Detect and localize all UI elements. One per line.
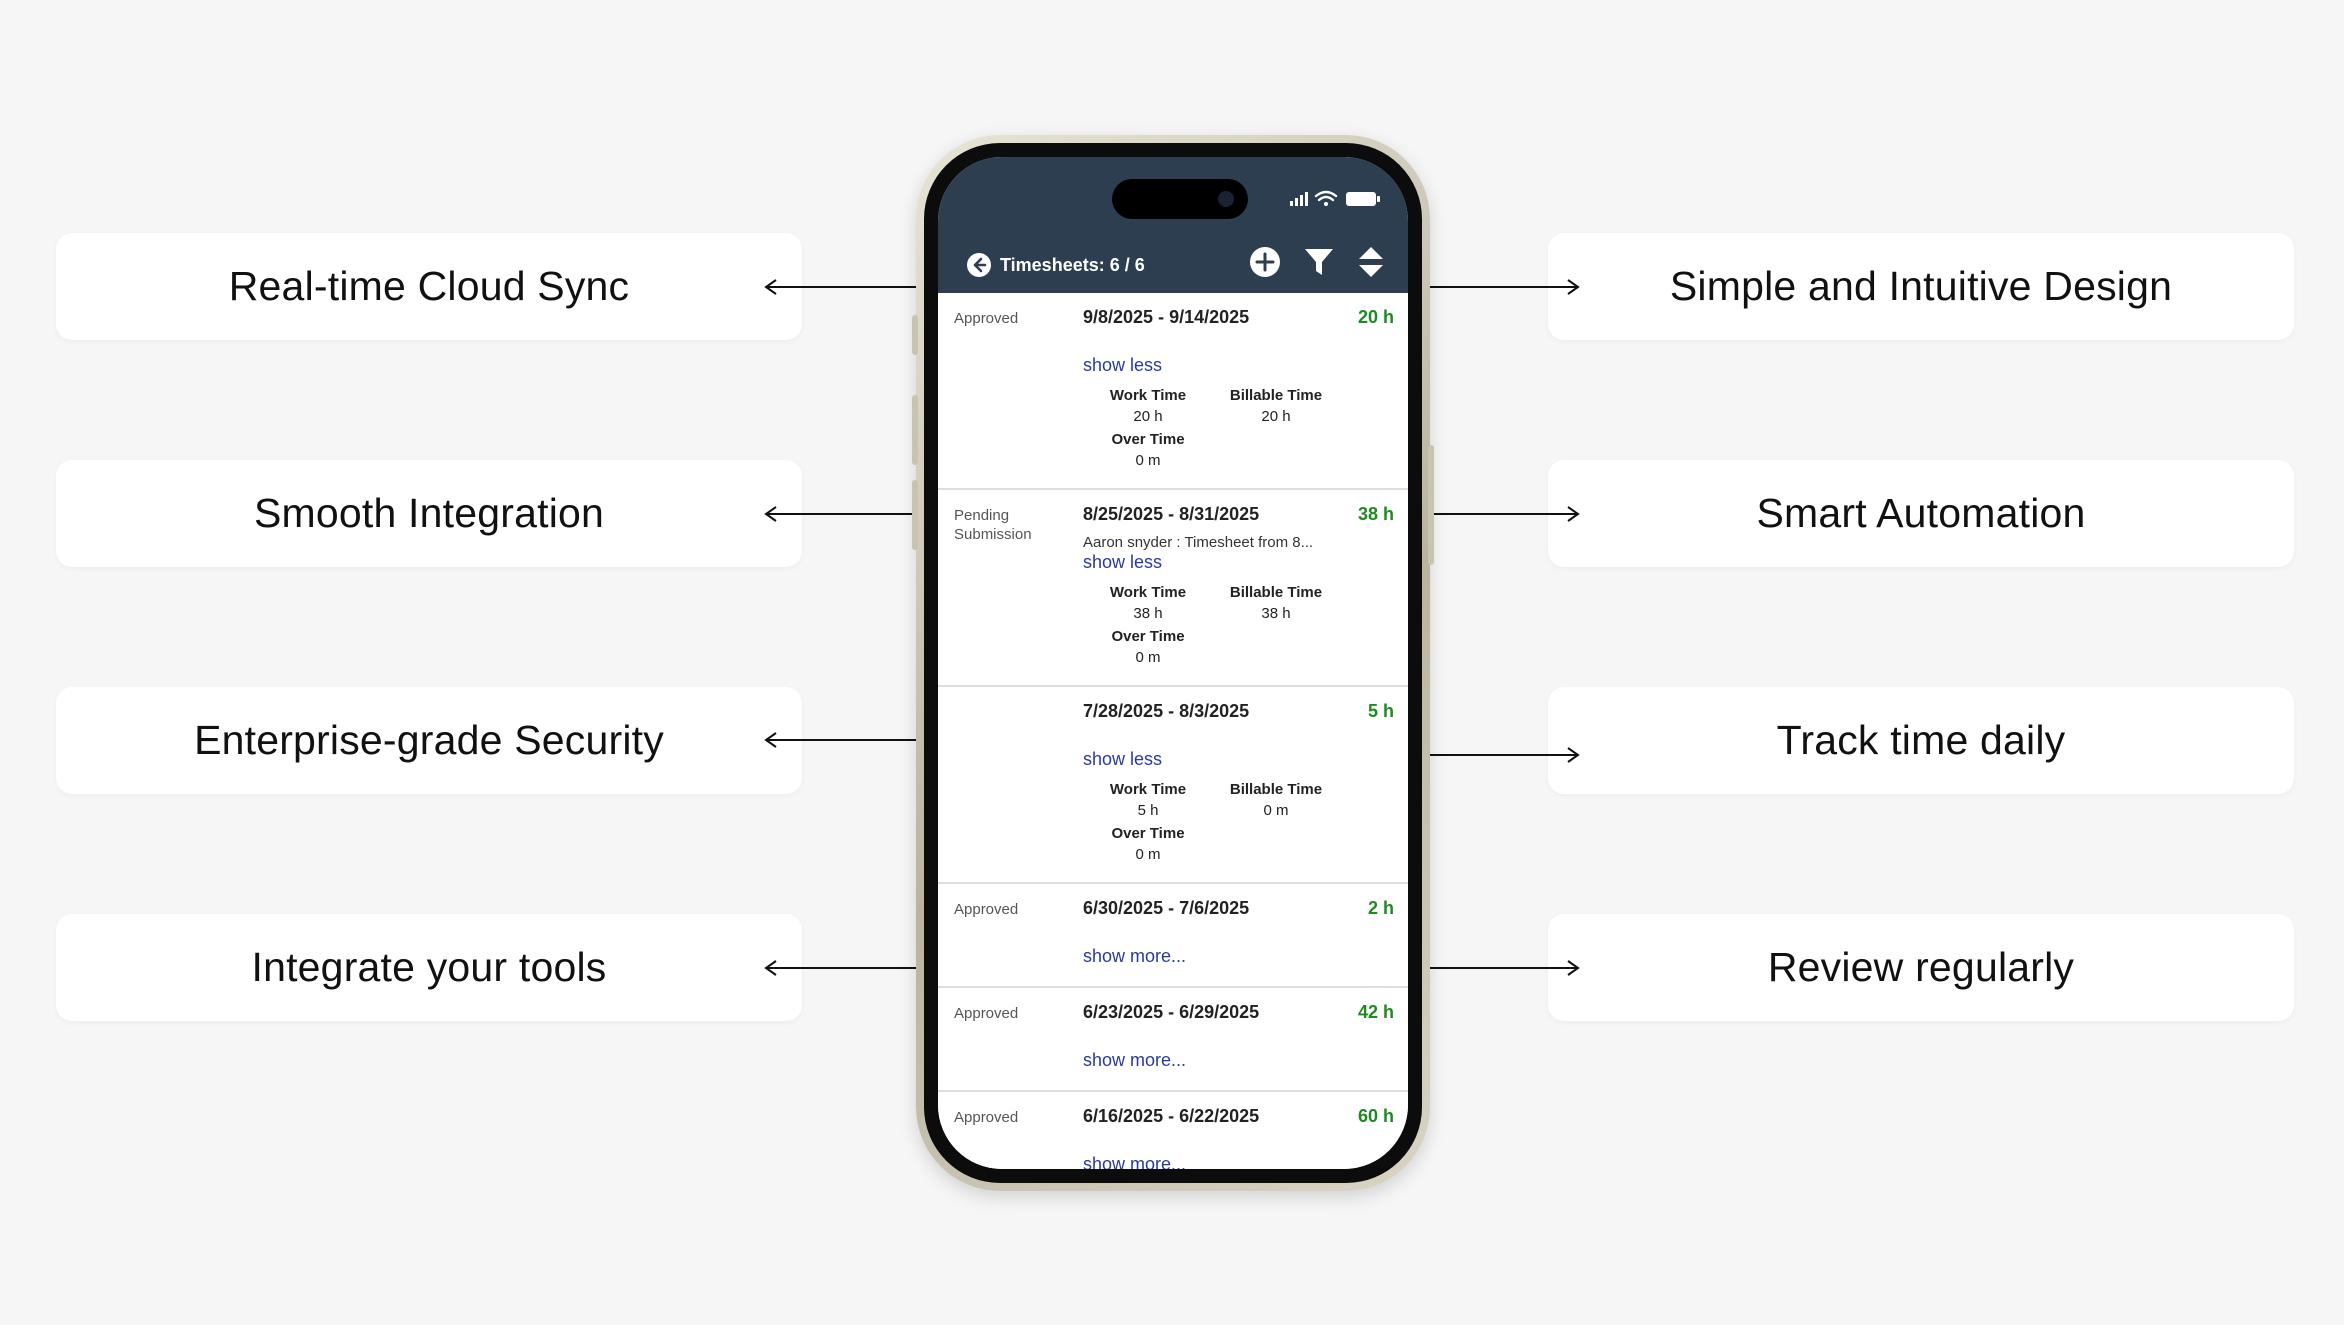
show-more-link[interactable]: show more... <box>1083 1154 1187 1169</box>
status-label: Pending Submission <box>954 507 1032 543</box>
status-label: Approved <box>954 1005 1019 1022</box>
date-range: 9/8/2025 - 9/14/2025 <box>1083 307 1250 327</box>
show-more-link[interactable]: show more... <box>1083 1050 1187 1070</box>
page-title: Timesheets: 6 / 6 <box>1000 254 1145 275</box>
phone-volume-down-button <box>912 480 918 550</box>
timesheet-row[interactable]: Approved 6/16/2025 - 6/22/2025 60 h show… <box>938 1092 1408 1169</box>
date-range: 7/28/2025 - 8/3/2025 <box>1083 701 1250 721</box>
total-hours: 20 h <box>1357 307 1394 327</box>
timesheet-row[interactable]: 7/28/2025 - 8/3/2025 5 h show less Work … <box>938 687 1408 884</box>
arrow-head-right-3 <box>1567 747 1580 763</box>
filter-icon[interactable] <box>1302 245 1336 279</box>
phone-action-button <box>912 315 918 355</box>
date-range: 8/25/2025 - 8/31/2025 <box>1083 504 1260 524</box>
timesheet-list: Approved 9/8/2025 - 9/14/2025 20 h show … <box>938 293 1408 1169</box>
arrow-head-right-2 <box>1567 506 1580 522</box>
feature-card-simple-design: Simple and Intuitive Design <box>1548 233 2294 340</box>
timesheet-row[interactable]: Approved 6/30/2025 - 7/6/2025 2 h show m… <box>938 884 1408 988</box>
arrow-head-left-4 <box>764 960 777 976</box>
arrow-head-right-4 <box>1567 960 1580 976</box>
status-bar-icons <box>1290 190 1380 206</box>
date-range: 6/30/2025 - 7/6/2025 <box>1083 898 1250 918</box>
phone-screen: Timesheets: 6 / 6 <box>938 157 1408 1169</box>
app-header: Timesheets: 6 / 6 <box>938 157 1408 293</box>
show-less-link[interactable]: show less <box>1083 355 1163 375</box>
status-label: Approved <box>954 901 1019 918</box>
phone-volume-up-button <box>912 395 918 465</box>
timesheet-row[interactable]: Approved 9/8/2025 - 9/14/2025 20 h show … <box>938 293 1408 490</box>
total-hours: 5 h <box>1367 701 1394 721</box>
sort-icon[interactable] <box>1356 245 1386 279</box>
arrow-head-left-1 <box>764 279 777 295</box>
date-range: 6/23/2025 - 6/29/2025 <box>1083 1002 1260 1022</box>
timesheet-row[interactable]: Approved 6/23/2025 - 6/29/2025 42 h show… <box>938 988 1408 1092</box>
feature-card-integrate-tools: Integrate your tools <box>56 914 802 1021</box>
timesheet-row[interactable]: Pending Submission 8/25/2025 - 8/31/2025… <box>938 490 1408 687</box>
arrow-head-right-1 <box>1567 279 1580 295</box>
header-row: Timesheets: 6 / 6 <box>966 245 1406 285</box>
timesheet-description: Aaron snyder : Timesheet from 8... <box>1083 534 1314 551</box>
phone-bezel: Timesheets: 6 / 6 <box>924 143 1422 1183</box>
total-hours: 38 h <box>1357 504 1394 524</box>
battery-icon <box>1346 192 1380 206</box>
arrow-head-left-3 <box>764 732 777 748</box>
feature-card-track-time: Track time daily <box>1548 687 2294 794</box>
total-hours: 2 h <box>1367 898 1394 918</box>
status-label: Approved <box>954 1109 1019 1126</box>
date-range: 6/16/2025 - 6/22/2025 <box>1083 1106 1260 1126</box>
phone-power-button <box>1428 445 1434 565</box>
signal-icon <box>1290 192 1308 206</box>
show-more-link[interactable]: show more... <box>1083 946 1187 966</box>
total-hours: 60 h <box>1357 1106 1394 1126</box>
wifi-icon <box>1314 190 1338 206</box>
total-hours: 42 h <box>1357 1002 1394 1022</box>
add-circle-icon[interactable] <box>1248 245 1282 279</box>
status-label: Approved <box>954 310 1019 327</box>
feature-card-smart-automation: Smart Automation <box>1548 460 2294 567</box>
feature-card-enterprise-security: Enterprise-grade Security <box>56 687 802 794</box>
back-arrow-icon[interactable] <box>966 252 992 278</box>
phone-mockup: Timesheets: 6 / 6 <box>912 135 1434 1191</box>
feature-card-smooth-integration: Smooth Integration <box>56 460 802 567</box>
feature-card-review-regularly: Review regularly <box>1548 914 2294 1021</box>
show-less-link[interactable]: show less <box>1083 749 1163 769</box>
arrow-head-left-2 <box>764 506 777 522</box>
show-less-link[interactable]: show less <box>1083 552 1163 572</box>
feature-card-realtime-cloud-sync: Real-time Cloud Sync <box>56 233 802 340</box>
dynamic-island <box>1112 179 1248 219</box>
